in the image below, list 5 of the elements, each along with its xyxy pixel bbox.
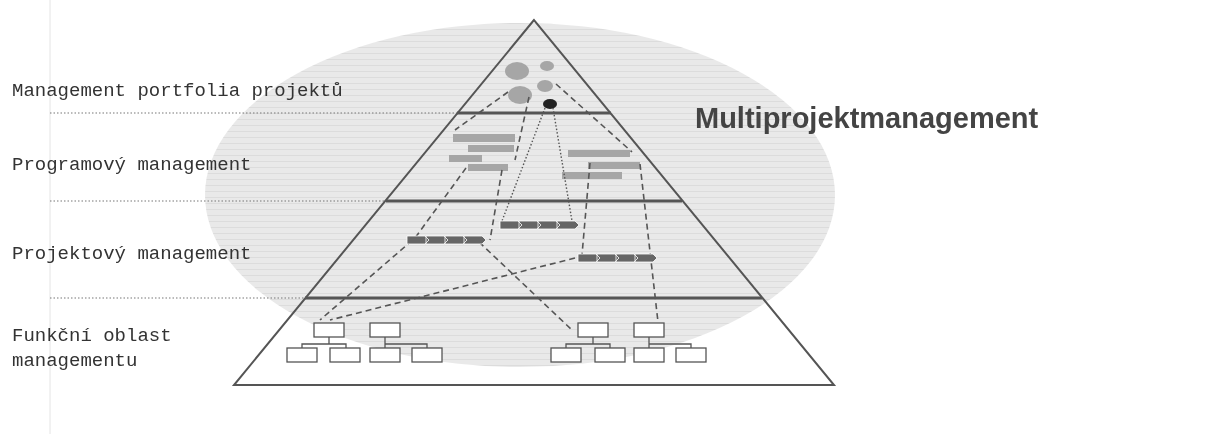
level-label: Programový management bbox=[12, 153, 253, 178]
level-label: Management portfolia projektů bbox=[12, 79, 344, 104]
diagram-title: Multiprojektmanagement bbox=[695, 102, 1039, 135]
level-label: Projektový management bbox=[12, 242, 253, 267]
level-label: Funkční oblast managementu bbox=[12, 324, 173, 374]
